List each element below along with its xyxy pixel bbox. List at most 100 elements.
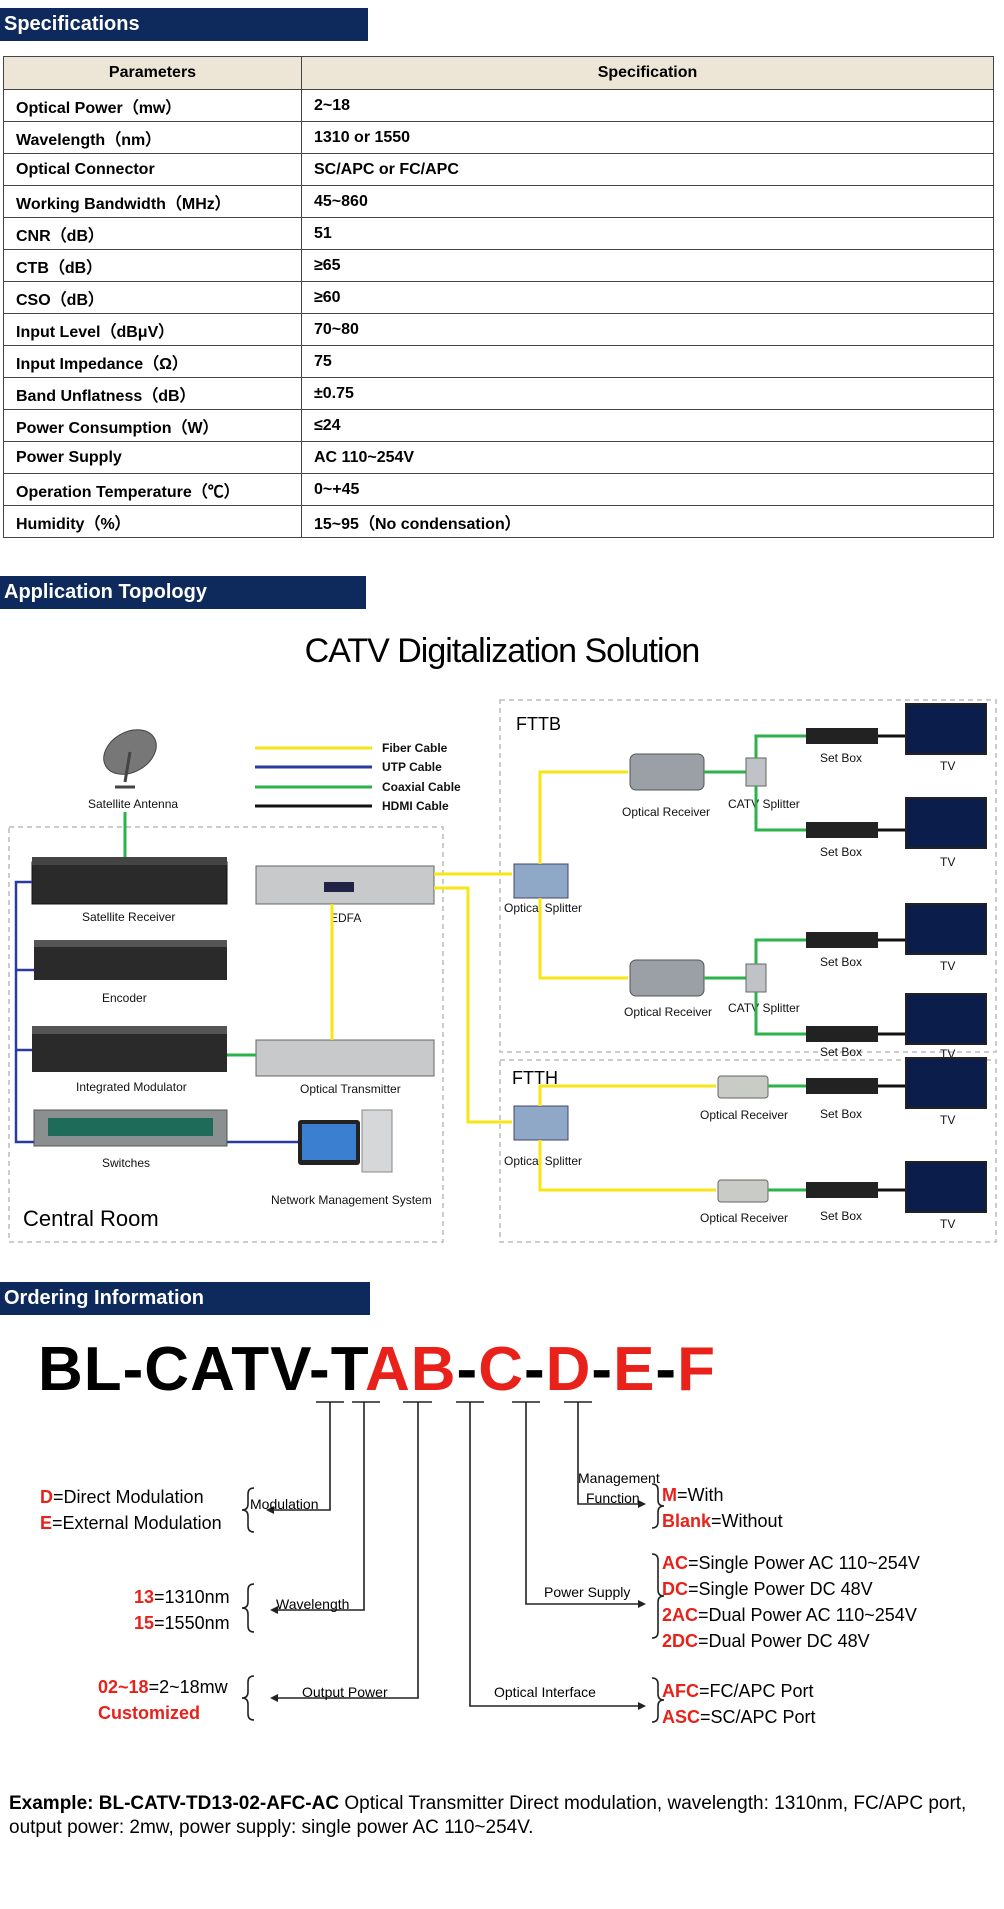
optical-receiver-label: Optical Receiver (700, 1108, 788, 1122)
encoder-icon (34, 940, 227, 980)
table-row: Wavelength（nm）1310 or 1550 (3, 121, 994, 154)
legend: Fiber Cable UTP Cable Coaxial Cable HDMI… (255, 741, 461, 813)
optical-transmitter-label: Optical Transmitter (300, 1082, 401, 1096)
example-code: Example: BL-CATV-TD13-02-AFC-AC (9, 1793, 340, 1814)
management-options: M=With Blank=Without (662, 1482, 783, 1534)
satellite-receiver-icon (31, 857, 228, 905)
parameter-cell: Operation Temperature（℃） (3, 473, 302, 506)
catv-splitter-label: CATV Splitter (728, 797, 800, 811)
table-row: Optical Power（mw）2~18 (3, 89, 994, 122)
specification-cell: ≥65 (301, 249, 994, 282)
column-header: Parameters (3, 56, 302, 90)
optical-receiver-icon (717, 1075, 769, 1203)
option-item: E=External Modulation (40, 1513, 222, 1533)
specification-cell: 0~+45 (301, 473, 994, 506)
parameter-cell: CTB（dB） (3, 249, 302, 282)
optical-receiver-label: Optical Receiver (700, 1211, 788, 1225)
ftth-zone (499, 1059, 997, 1243)
parameter-cell: Input Level（dBμV） (3, 313, 302, 346)
option-item: AFC=FC/APC Port (662, 1681, 814, 1701)
parameter-cell: CNR（dB） (3, 217, 302, 250)
tv-label: TV (940, 1113, 955, 1127)
tv-label: TV (940, 759, 955, 773)
application-topology-heading: Application Topology (0, 576, 366, 609)
encoder-label: Encoder (102, 991, 147, 1005)
set-box-icon (806, 728, 878, 1042)
tv-label: TV (940, 855, 955, 869)
power-supply-options: AC=Single Power AC 110~254V DC=Single Po… (662, 1550, 920, 1654)
specification-cell: 1310 or 1550 (301, 121, 994, 154)
table-header-row: Parameters Specification (3, 56, 994, 90)
parameter-cell: Humidity（%） (3, 505, 302, 538)
tv-label: TV (940, 959, 955, 973)
integrated-modulator-label: Integrated Modulator (76, 1080, 187, 1094)
wavelength-label: Wavelength (276, 1596, 350, 1612)
legend-hdmi: HDMI Cable (382, 799, 449, 813)
set-box-icon (806, 1078, 878, 1198)
tv-label: TV (940, 1217, 955, 1231)
specification-cell: 51 (301, 217, 994, 250)
specification-cell: SC/APC or FC/APC (301, 153, 994, 186)
optical-interface-options: AFC=FC/APC Port ASC=SC/APC Port (662, 1678, 816, 1730)
specification-cell: ≥60 (301, 281, 994, 314)
tv-icon (905, 1057, 987, 1213)
central-room-zone (8, 826, 444, 1243)
catv-splitter-icon (745, 757, 767, 993)
switches-label: Switches (102, 1156, 150, 1170)
specification-cell: 75 (301, 345, 994, 378)
set-box-label: Set Box (820, 845, 862, 859)
option-item: D=Direct Modulation (40, 1487, 204, 1507)
satellite-antenna-icon (103, 729, 157, 789)
satellite-receiver-label: Satellite Receiver (82, 910, 175, 924)
option-item: ASC=SC/APC Port (662, 1707, 816, 1727)
option-item: 13=1310nm (134, 1587, 230, 1607)
set-box-label: Set Box (820, 1209, 862, 1223)
option-item: 2AC=Dual Power AC 110~254V (662, 1605, 917, 1625)
specification-cell: 45~860 (301, 185, 994, 218)
optical-splitter-label: Optical Splitter (504, 901, 582, 915)
table-row: Band Unflatness（dB）±0.75 (3, 377, 994, 410)
power-supply-label: Power Supply (544, 1584, 631, 1600)
parameter-cell: Band Unflatness（dB） (3, 377, 302, 410)
topology-diagram: Fiber Cable UTP Cable Coaxial Cable HDMI… (8, 699, 997, 1243)
ordering-information-heading: Ordering Information (0, 1282, 370, 1315)
table-row: Power Consumption（W）≤24 (3, 409, 994, 442)
option-item: 15=1550nm (134, 1613, 230, 1633)
parameter-cell: CSO（dB） (3, 281, 302, 314)
specification-cell: AC 110~254V (301, 441, 994, 474)
example-description: Optical Transmitter Direct modulation, w… (9, 1793, 967, 1838)
integrated-modulator-icon (32, 1026, 227, 1072)
option-item: AC=Single Power AC 110~254V (662, 1553, 920, 1573)
legend-utp: UTP Cable (382, 760, 442, 774)
optical-transmitter-icon (255, 1039, 435, 1077)
output-power-options: 02~18=2~18mw Customized (98, 1674, 228, 1726)
parameter-cell: Power Consumption（W） (3, 409, 302, 442)
satellite-antenna-label: Satellite Antenna (88, 797, 178, 811)
parameter-cell: Optical Connector (3, 153, 302, 186)
option-item: 2DC=Dual Power DC 48V (662, 1631, 870, 1651)
catv-splitter-label: CATV Splitter (728, 1001, 800, 1015)
ftth-label: FTTH (512, 1068, 558, 1088)
option-item: 02~18=2~18mw (98, 1677, 228, 1697)
option-item: DC=Single Power DC 48V (662, 1579, 873, 1599)
network-management-icon (298, 1109, 393, 1173)
set-box-label: Set Box (820, 955, 862, 969)
legend-coaxial: Coaxial Cable (382, 780, 461, 794)
optical-receiver-icon (629, 959, 705, 997)
parameter-cell: Power Supply (3, 441, 302, 474)
table-row: Humidity（%）15~95（No condensation） (3, 505, 994, 538)
column-header: Specification (301, 56, 994, 90)
output-power-label: Output Power (302, 1684, 388, 1700)
fttb-zone (499, 699, 997, 1053)
option-item: M=With (662, 1485, 724, 1505)
code-c: C (478, 1335, 524, 1404)
parameter-cell: Working Bandwidth（MHz） (3, 185, 302, 218)
set-box-label: Set Box (820, 751, 862, 765)
table-row: CNR（dB）51 (3, 217, 994, 250)
specifications-table: Parameters Specification Optical Power（m… (3, 56, 994, 538)
table-row: CTB（dB）≥65 (3, 249, 994, 282)
ordering-connectors (241, 1401, 665, 1723)
topology-title: CATV Digitalization Solution (304, 632, 701, 670)
